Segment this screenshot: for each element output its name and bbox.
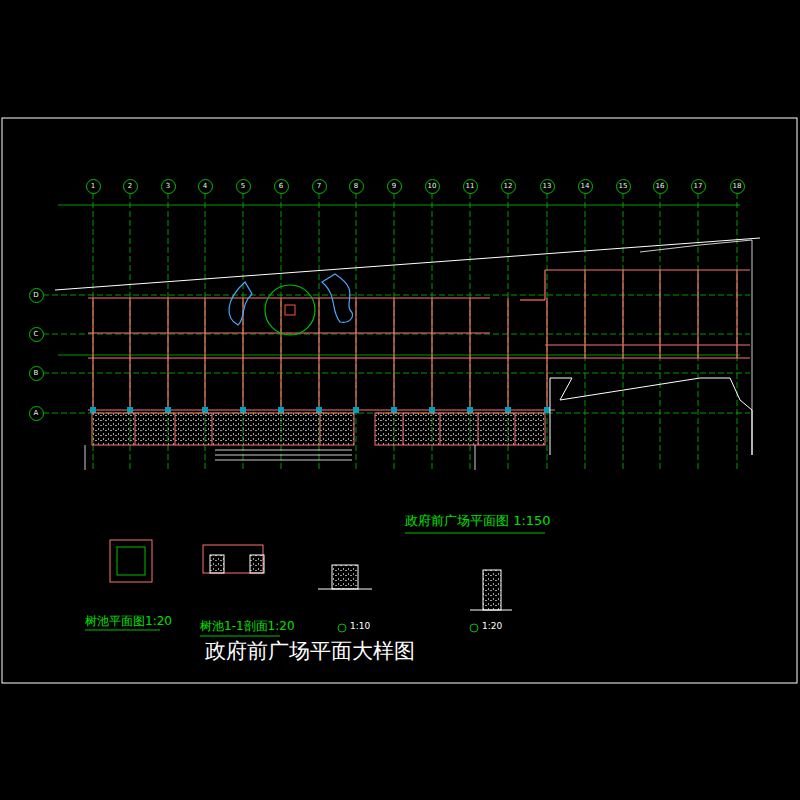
axis-number: 10 [428,183,437,190]
axis-bubble: C [29,327,44,342]
axis-bubble: 13 [540,179,555,194]
detail-caption: 树池平面图1:20 [85,615,172,628]
axis-number: 7 [317,183,321,190]
axis-number: 3 [166,183,170,190]
axis-bubble: 10 [425,179,440,194]
axis-bubble: 12 [501,179,516,194]
axis-number: 14 [581,183,590,190]
axis-bubble: D [29,288,44,303]
axis-number: D [33,292,38,299]
axis-bubble: 14 [578,179,593,194]
axis-number: 1 [91,183,95,190]
axis-bubble: 15 [616,179,631,194]
axis-number: C [34,331,39,338]
axis-bubble: 5 [236,179,251,194]
axis-bubble: 17 [691,179,706,194]
axis-bubble: 4 [198,179,213,194]
axis-number: 16 [656,183,665,190]
axis-bubble: 8 [349,179,364,194]
detail-drawings [85,533,545,636]
axis-bubble: 11 [463,179,478,194]
axis-bubble: B [29,366,44,381]
axis-number: 8 [354,183,358,190]
axis-number: 18 [733,183,742,190]
axis-bubble: 6 [274,179,289,194]
axis-bubble: 16 [653,179,668,194]
axis-number: 13 [543,183,552,190]
axis-bubble: 1 [86,179,101,194]
axis-number: A [34,410,39,417]
axis-number: 9 [392,183,396,190]
axis-number: 11 [466,183,475,190]
axis-bubble: 9 [387,179,402,194]
detail-caption: 树池1-1剖面1:20 [200,620,295,633]
axis-bubble: 7 [312,179,327,194]
axis-number: 17 [694,183,703,190]
axis-number: 4 [203,183,207,190]
axis-bubble: 2 [123,179,138,194]
axis-number: 5 [241,183,245,190]
axis-bubble: 18 [730,179,745,194]
drawing-title: 政府前广场平面大样图 [205,640,415,663]
axis-number: 15 [619,183,628,190]
plaza-plan [55,205,760,470]
axis-lines [43,193,750,470]
axis-number: B [34,370,39,377]
plan-caption: 政府前广场平面图 1:150 [405,514,551,528]
axis-bubble: 3 [161,179,176,194]
axis-number: 2 [128,183,132,190]
scale-note: 1:20 [482,622,502,632]
axis-number: 12 [504,183,513,190]
sheet-frame [2,118,797,683]
axis-bubble: A [29,406,44,421]
axis-number: 6 [279,183,283,190]
scale-note: 1:10 [350,622,370,632]
